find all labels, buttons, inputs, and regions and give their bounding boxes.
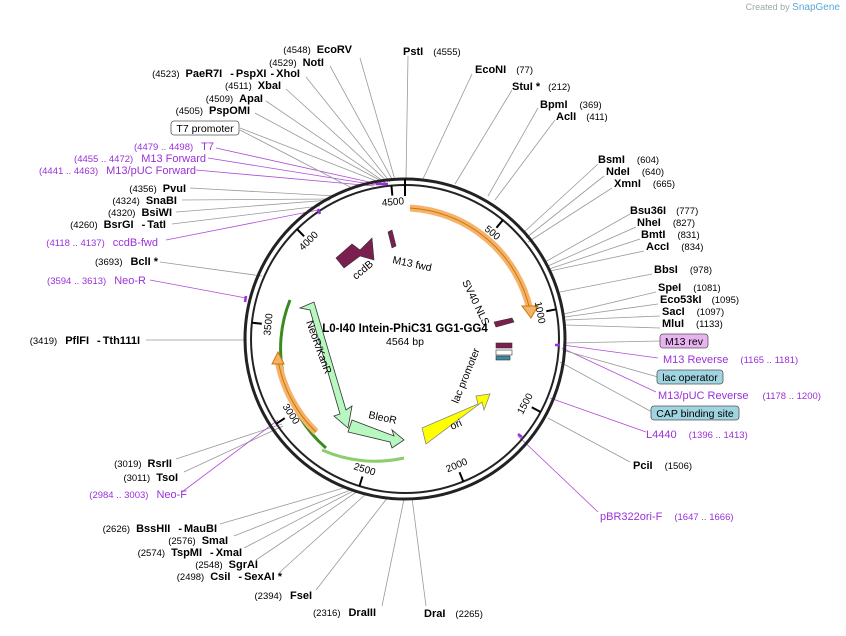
tick-label: 1000: [532, 301, 547, 325]
sv40-nls-label: SV40 NLS: [459, 278, 491, 327]
tick-label: 2500: [352, 461, 377, 478]
map-title: L0-I40 Intein-PhiC31 GG1-GG4: [322, 323, 488, 335]
box-leader-lines: [239, 129, 661, 413]
lac-operator-box: lac operator: [656, 369, 724, 385]
site-label: DraI(2265): [424, 608, 483, 620]
site-label: XmnI(665): [614, 178, 675, 190]
site-label: (3011)TsoI: [123, 472, 178, 484]
site-label: (4356)PvuI: [129, 183, 186, 195]
svg-text:CAP binding site: CAP binding site: [656, 408, 734, 420]
feature-orange-arc-left: [271, 350, 319, 435]
site-label: BpmI(369): [540, 99, 602, 111]
primer-label: M13/pUC Reverse(1178 .. 1200): [658, 390, 821, 402]
primer-ticks: [243, 182, 560, 438]
site-label: (2548)SgrAI: [195, 559, 258, 571]
m13-fwd-label: M13 fwd: [391, 254, 432, 274]
snapgene-logo: SnapGene: [792, 2, 840, 13]
primer-label: L4440(1396 .. 1413): [646, 429, 748, 441]
site-label: (2626)BssHII-MauBI: [103, 523, 217, 535]
ori-label: ori: [448, 417, 464, 433]
site-label: (2498)CsiI-SexAI *: [177, 571, 283, 583]
feature-sv40-nls-arrow: [409, 204, 539, 319]
tick-mark: [275, 417, 286, 425]
site-label: SacI(1097): [662, 306, 724, 318]
tick-label: 3500: [262, 312, 275, 336]
primer-label: (4479 .. 4498)T7: [134, 141, 214, 153]
site-labels: (4548)EcoRV (4529)NotI (4523)PaeR7I-PspX…: [30, 44, 739, 620]
tick-mark: [390, 185, 394, 196]
site-label: EcoNI(77): [475, 64, 533, 76]
ccdb-label: ccdB: [350, 258, 376, 282]
tick-label: 2000: [445, 456, 470, 475]
primer-label: (3594 .. 3613)Neo-R: [47, 275, 146, 287]
feature-m13-fwd-arrow: [387, 229, 397, 249]
cap-binding-site-box: CAP binding site: [650, 405, 740, 421]
primer-labels: (4479 .. 4498)T7 (4455 .. 4472)M13 Forwa…: [39, 141, 821, 523]
site-label: (4523)PaeR7I-PspXI-XhoI: [152, 68, 300, 80]
m13-rev-box: M13 rev: [659, 333, 709, 349]
site-label: AccI(834): [646, 241, 703, 253]
site-label: Bsu36I(777): [630, 205, 698, 217]
svg-text:lac operator: lac operator: [662, 372, 718, 384]
site-label: BbsI(978): [654, 264, 712, 276]
svg-text:M13 rev: M13 rev: [665, 336, 704, 348]
sv40-nls-marker: [493, 317, 515, 328]
primer-label: M13 Reverse(1165 .. 1181): [663, 354, 798, 366]
site-label: BsmI(604): [598, 154, 659, 166]
site-label: (4260)BsrGI-TatI: [70, 219, 166, 231]
leader-lines: [146, 55, 661, 607]
site-label: (4324)SnaBI: [112, 195, 177, 207]
feature-bleor-arrow: [321, 419, 405, 463]
primer-label: (2984 .. 3003)Neo-F: [89, 489, 187, 501]
site-label: NheI(827): [637, 217, 695, 229]
site-label: Eco53kI(1095): [660, 294, 739, 306]
tick-label: 4500: [381, 196, 405, 209]
site-label: (4511)XbaI: [225, 80, 281, 92]
site-label: (4509)ApaI: [206, 93, 263, 105]
site-label: BmtI(831): [641, 229, 700, 241]
site-label: (2574)TspMI-XmaI: [138, 547, 242, 559]
primer-label: (4118 .. 4137)ccdB-fwd: [46, 237, 158, 249]
tick-mark: [296, 228, 305, 237]
snapgene-credit: Created by SnapGene: [745, 2, 840, 13]
site-label: (2316)DraIII: [313, 607, 376, 619]
site-label: PciI(1506): [633, 460, 692, 472]
lac-marker: [495, 342, 513, 361]
tick-mark: [531, 406, 542, 413]
site-label: MluI(1133): [662, 318, 723, 330]
site-label: (2394)FseI: [255, 590, 312, 602]
primer-leader-lines: [149, 147, 659, 513]
site-label: (3419)PflFI-Tth111I: [30, 335, 140, 347]
site-label: (4529)NotI: [269, 57, 324, 69]
site-label: NdeI(640): [606, 166, 664, 178]
site-label: AclI(411): [556, 111, 608, 123]
bleor-label: BleoR: [367, 409, 398, 427]
site-label: PstI(4555): [403, 46, 461, 58]
site-label: (4548)EcoRV: [283, 44, 352, 56]
tick-label: 1500: [516, 391, 536, 416]
site-label: (3019)RsrII: [114, 458, 172, 470]
svg-text:T7 promoter: T7 promoter: [176, 123, 234, 135]
tick-mark: [251, 321, 262, 325]
tick-mark: [546, 308, 557, 313]
feature-ori-arrow: [421, 393, 491, 445]
primer-label: (4441 .. 4463)M13/pUC Forward: [39, 165, 196, 177]
site-label: (4320)BsiWI: [108, 207, 172, 219]
site-label: StuI *(212): [512, 81, 570, 93]
primer-label: pBR322ori-F(1647 .. 1666): [600, 511, 734, 523]
site-label: SpeI(1081): [658, 282, 721, 294]
primer-label: (4455 .. 4472)M13 Forward: [74, 153, 206, 165]
site-label: (2576)SmaI: [168, 535, 228, 547]
site-label: (4505)PspOMI: [176, 105, 250, 117]
tick-mark: [358, 476, 364, 487]
feature-ccdb-arrow: [335, 237, 375, 269]
t7-promoter-box: T7 promoter: [170, 120, 240, 136]
map-length: 4564 bp: [386, 336, 424, 348]
tick-mark: [495, 219, 504, 229]
tick-mark: [458, 471, 465, 482]
site-label: (3693)BclI *: [95, 256, 159, 268]
